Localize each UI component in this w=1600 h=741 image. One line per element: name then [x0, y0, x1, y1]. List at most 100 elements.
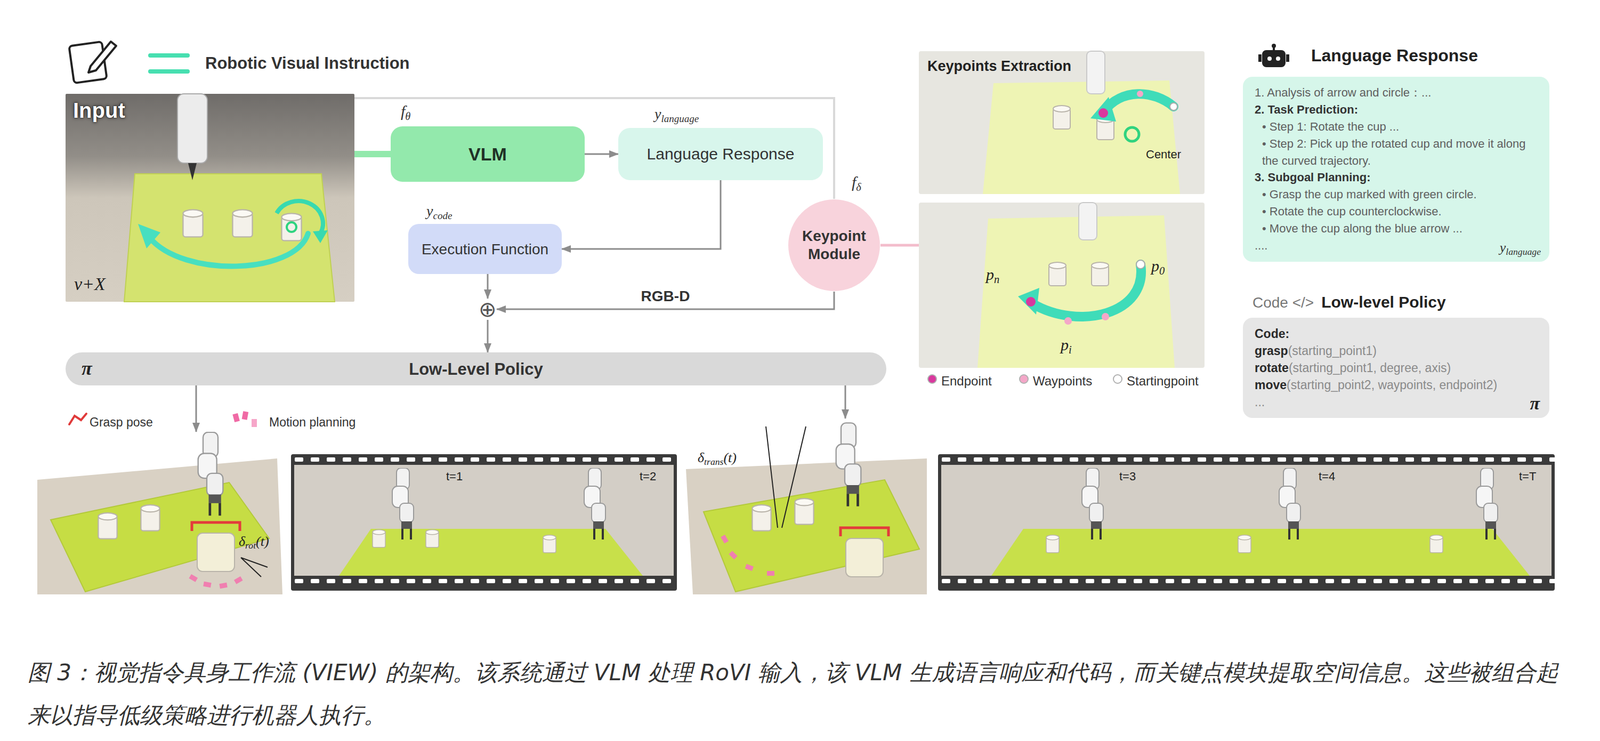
math-label: fθ [400, 101, 411, 124]
illustration-part [720, 534, 729, 544]
text-part: language [660, 112, 699, 125]
illustration-part [1101, 312, 1110, 321]
illustration-part [188, 163, 197, 181]
illustration-part [177, 93, 208, 164]
illustration-part [766, 570, 775, 576]
illustration-part [938, 454, 1555, 591]
node-text: 3. Subgoal Planning: [1254, 168, 1538, 187]
illustration-part [150, 55, 188, 72]
node-text: t=2 [639, 469, 657, 484]
illustration-part [752, 504, 771, 531]
legend-swatch [927, 374, 937, 384]
text-part: grasp [1254, 343, 1289, 358]
illustration-part [1086, 51, 1105, 94]
node-text: Center [1145, 147, 1182, 163]
illustration-part [1279, 467, 1301, 540]
node-text: 1. Analysis of arrow and circle：... [1254, 84, 1538, 102]
node-text: π [81, 356, 93, 381]
text-part: y [654, 105, 661, 123]
connector [487, 319, 489, 353]
illustration-part [232, 410, 257, 427]
process-box: Execution Function [408, 223, 562, 274]
connector [844, 385, 847, 419]
illustration-part [1091, 262, 1109, 286]
illustration-part [1136, 90, 1144, 98]
node-text: • Grasp the cup marked with green circle… [1254, 186, 1538, 204]
illustration-part [37, 432, 283, 595]
edge-label: RGB-D [637, 286, 694, 306]
policy-band: πLow-Level Policy [65, 352, 887, 386]
illustration-part [392, 467, 414, 540]
connector [354, 98, 835, 199]
illustration-part [291, 454, 677, 591]
illustration-part [188, 574, 198, 583]
illustration-part [1048, 262, 1066, 286]
illustration-part [197, 532, 235, 572]
illustration-part [232, 413, 240, 423]
math-label: fδ [851, 172, 862, 195]
text-part: δ [697, 449, 705, 466]
film-strip: t=3t=4t=T [938, 454, 1555, 591]
illustration-part [291, 456, 677, 463]
illustration-part [286, 222, 297, 232]
illustration-part [294, 464, 674, 576]
illustration-part [98, 512, 117, 539]
math-label: ylanguage [654, 104, 699, 126]
text-part: p [1151, 256, 1160, 275]
text-part: y [1499, 239, 1507, 256]
text-part: δ [238, 533, 246, 549]
illustration-part [241, 410, 249, 420]
illustration-part [794, 498, 814, 524]
code-panel: Code </>Low-level PolicyCode:grasp(start… [1242, 292, 1550, 418]
text-part: (t) [723, 449, 737, 466]
illustration-part [938, 456, 1555, 463]
illustration-part [69, 413, 87, 425]
illustration-part [138, 223, 161, 249]
node-text: • Step 2: Pick up the rotated cup and mo… [1254, 135, 1538, 170]
node-text: t=4 [1318, 469, 1336, 484]
text-part: rot [245, 539, 256, 551]
illustration-part [251, 418, 257, 427]
panel-frame: 1. Analysis of arrow and circle：...2. Ta… [1242, 76, 1550, 262]
node-text: pi [1060, 334, 1072, 358]
node-text: Execution Function [421, 239, 549, 259]
illustration-part [150, 69, 188, 74]
text-part: code [432, 209, 452, 222]
node-text: grasp(starting_point1) [1254, 342, 1538, 360]
circle-shape [788, 199, 880, 292]
node-text: t=1 [446, 469, 463, 484]
illustration-part [124, 173, 335, 302]
text-part: f [851, 173, 856, 191]
illustration-part [729, 550, 738, 560]
illustration-part [65, 93, 355, 302]
node-text: • Rotate the cup counterclockwise. [1254, 203, 1538, 221]
process-box: Language Response [618, 127, 823, 181]
illustration-part [203, 581, 212, 588]
illustration-part [941, 464, 1552, 576]
legend-text: Motion planning [269, 414, 356, 431]
illustration-part [37, 458, 283, 595]
keypoint-panel: pnp0pi [918, 202, 1205, 368]
illustration-part [918, 51, 1205, 195]
illustration-part [291, 454, 677, 591]
illustration-part [1169, 102, 1178, 111]
illustration-part [918, 51, 1205, 195]
illustration-part [1046, 535, 1060, 553]
node-text: v+X [74, 272, 106, 296]
vlm-box: VLM [390, 126, 585, 182]
illustration-part [182, 209, 203, 237]
illustration-part [240, 557, 268, 577]
illustration-part [88, 41, 117, 73]
node-text: 2. Task Prediction: [1254, 101, 1538, 119]
illustration-part [991, 528, 1530, 576]
node-text: Language Response [1311, 44, 1478, 67]
illustration-part [1025, 296, 1036, 307]
node-text: π [1529, 392, 1540, 416]
illustration-part [312, 230, 328, 244]
illustration-part [703, 479, 920, 592]
text-part: p [1060, 335, 1069, 354]
node-text: Input [73, 97, 126, 124]
node-text: move(starting_point2, waypoints, endpoin… [1254, 376, 1538, 394]
node-text: rotate(starting_point1, degree, axis) [1254, 359, 1538, 377]
